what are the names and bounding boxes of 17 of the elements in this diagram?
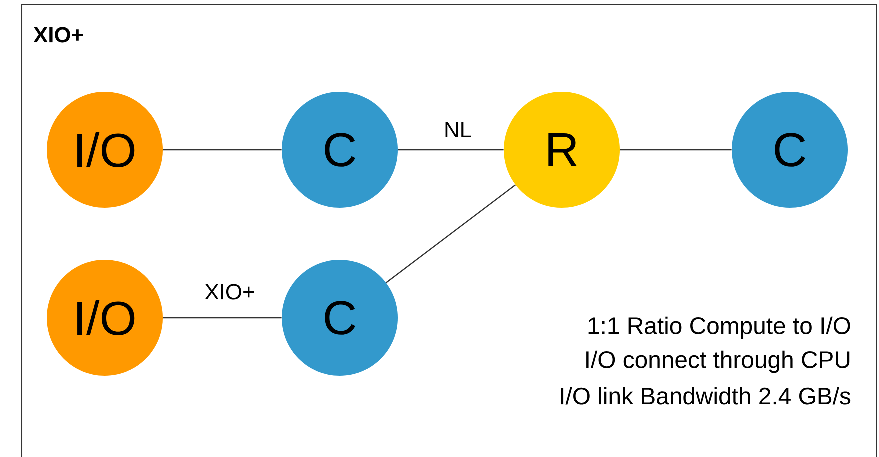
connector-line [386, 184, 516, 284]
edge-label: NL [443, 121, 474, 139]
note-text: I/O connect through CPU [586, 350, 850, 374]
circle-node: C [732, 92, 848, 208]
circle-node: R [504, 92, 620, 208]
circle-node: I/O [47, 260, 163, 376]
circle-node: C [282, 260, 398, 376]
edge-label: XIO+ [204, 283, 256, 301]
circle-node: C [282, 92, 398, 208]
circle-node: I/O [47, 92, 163, 208]
note-text: I/O link Bandwidth 2.4 GB/s [561, 387, 851, 405]
note-text: 1:1 Ratio Compute to I/O [588, 316, 850, 340]
connector-line [163, 317, 282, 319]
connector-line [163, 149, 282, 151]
connector-line [398, 149, 504, 151]
connector-line [620, 149, 732, 151]
title: XIO+ [34, 27, 84, 43]
